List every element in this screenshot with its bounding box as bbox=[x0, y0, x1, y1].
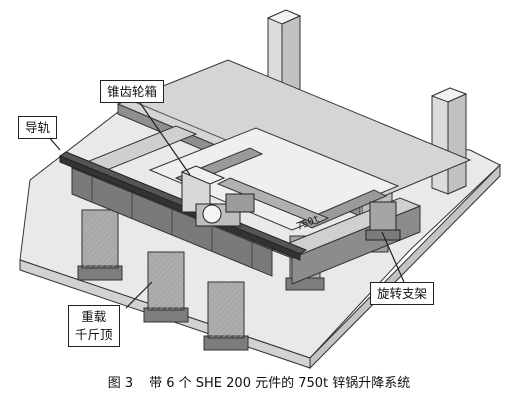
heavy-jack-label-line2: 千斤顶 bbox=[75, 327, 113, 342]
guide-rail-label: 导轨 bbox=[18, 116, 58, 139]
heavy-jack-label-line1: 重载 bbox=[81, 309, 107, 324]
rotating-support-label: 旋转支架 bbox=[370, 282, 435, 305]
front-support-jacks bbox=[77, 209, 325, 351]
heavy-jack-label: 重载 千斤顶 bbox=[68, 305, 120, 347]
concrete-pillar-right bbox=[430, 87, 468, 195]
figure-caption: 图 3 带 6 个 SHE 200 元件的 750t 锌锅升降系统 bbox=[0, 372, 518, 391]
bevel-gearbox-label: 锥齿轮箱 bbox=[100, 80, 165, 103]
figure-number: 图 3 bbox=[107, 376, 134, 391]
figure-caption-text: 带 6 个 SHE 200 元件的 750t 锌锅升降系统 bbox=[149, 376, 411, 391]
bevel-gearbox bbox=[180, 165, 255, 227]
